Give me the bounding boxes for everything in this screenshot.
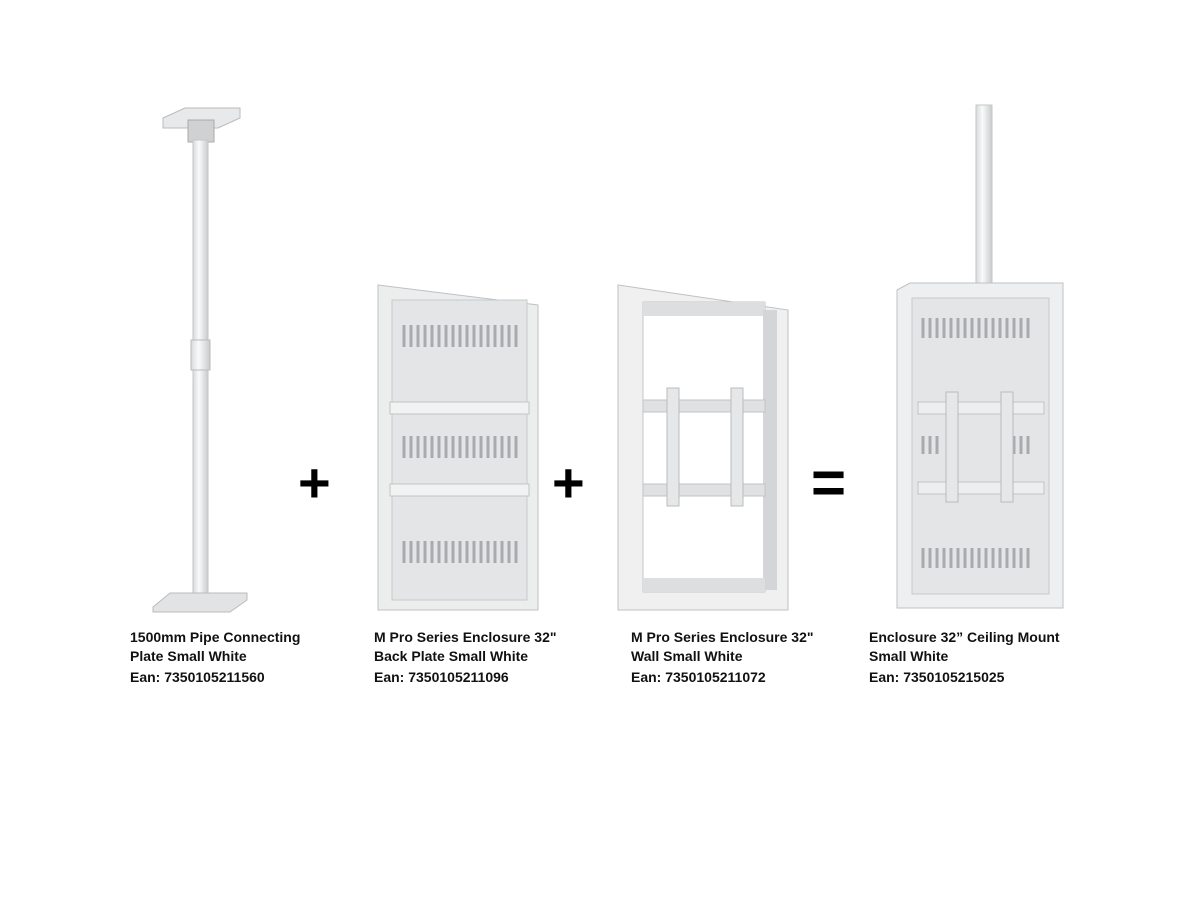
equals-sign: = <box>811 449 847 516</box>
back-plate-product-image <box>377 284 539 611</box>
product-ean: Ean: 7350105211560 <box>130 669 265 685</box>
product-name-line2: Plate Small White <box>130 648 247 664</box>
product-name-line2: Wall Small White <box>631 648 743 664</box>
wall-frame-product-image <box>617 284 789 611</box>
product-caption-ceiling-mount: Enclosure 32” Ceiling Mount Small White … <box>869 628 1060 687</box>
product-name-line1: M Pro Series Enclosure 32" <box>374 629 557 645</box>
plus-sign: + <box>552 451 585 514</box>
product-caption-wall: M Pro Series Enclosure 32" Wall Small Wh… <box>631 628 814 687</box>
product-name-line2: Small White <box>869 648 949 664</box>
product-ean: Ean: 7350105211096 <box>374 669 509 685</box>
product-name-line1: 1500mm Pipe Connecting <box>130 629 301 645</box>
pipe-product-image <box>152 107 248 613</box>
product-name-line1: Enclosure 32” Ceiling Mount <box>869 629 1060 645</box>
product-caption-pipe: 1500mm Pipe Connecting Plate Small White… <box>130 628 300 687</box>
product-ean: Ean: 7350105215025 <box>869 669 1005 685</box>
product-caption-back-plate: M Pro Series Enclosure 32" Back Plate Sm… <box>374 628 557 687</box>
product-name-line2: Back Plate Small White <box>374 648 529 664</box>
ceiling-enclosure-product-image <box>896 104 1064 609</box>
product-ean: Ean: 7350105211072 <box>631 669 766 685</box>
product-name-line1: M Pro Series Enclosure 32" <box>631 629 814 645</box>
plus-sign: + <box>298 451 331 514</box>
